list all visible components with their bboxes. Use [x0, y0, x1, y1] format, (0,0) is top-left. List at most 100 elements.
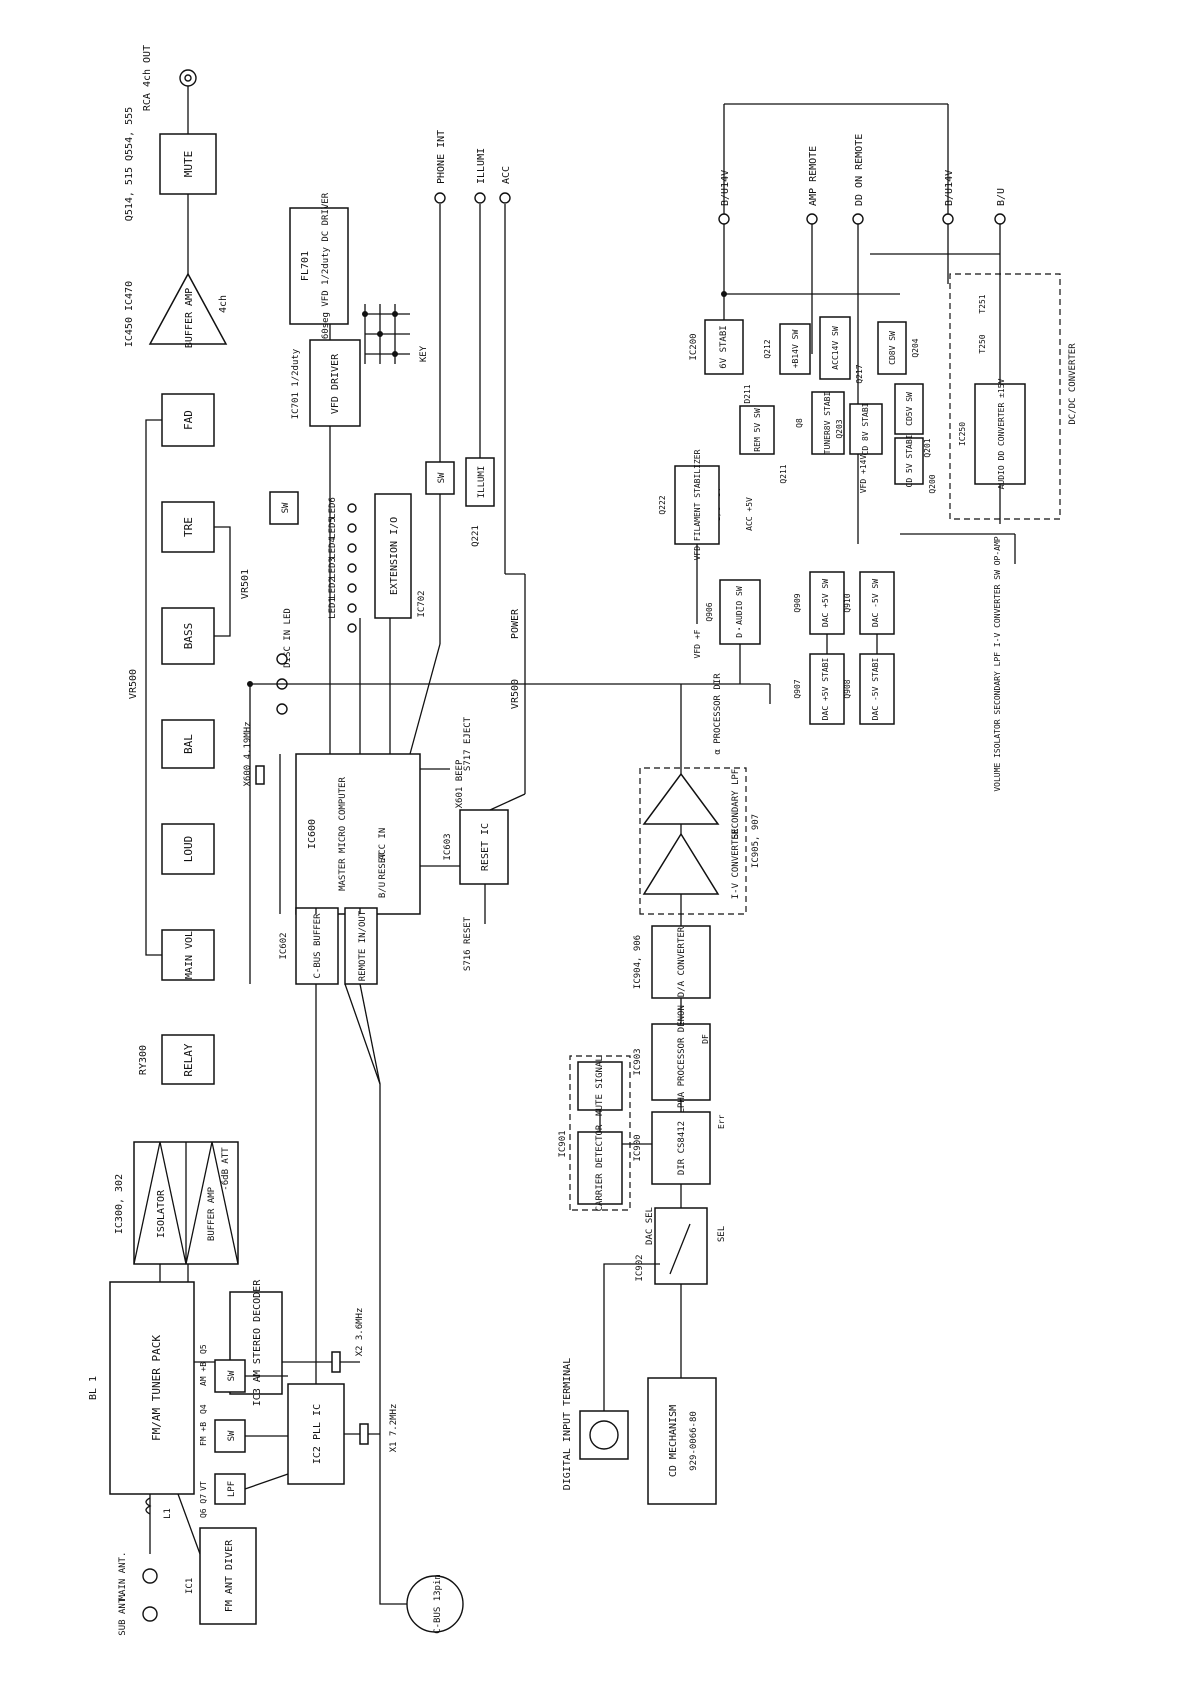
s717-label: S717 EJECT — [463, 716, 473, 771]
tuner-pack-block — [109, 1281, 195, 1495]
disc-led-label: DISC IN LED — [283, 608, 293, 668]
vr500-power-label: VR500 — [510, 679, 521, 709]
main-vol-label: MAIN VOL — [184, 931, 195, 979]
x2-crystal — [331, 1351, 341, 1373]
relay-ref: RY300 — [138, 1045, 149, 1075]
ic602-label: IC602 — [279, 932, 289, 959]
amp-remote-label: AMP REMOTE — [808, 146, 819, 206]
dd-on-remote-label: DD ON REMOTE — [854, 134, 865, 206]
ic250-label: IC250 — [958, 422, 967, 446]
q212-label: Q212 — [763, 339, 772, 358]
phone-int-terminal — [434, 192, 446, 204]
led3-label: LED3 — [328, 557, 338, 579]
ic901-label: IC901 — [558, 1130, 568, 1157]
q910-label: Q910 — [843, 593, 852, 612]
audio-dd-label: AUDIO DD CONVERTER ±15V — [997, 378, 1006, 489]
dacm5-stabi-label: DAC -5V STABI — [871, 658, 880, 721]
am-stereo-label: IC3 AM STEREO DECODER — [252, 1279, 263, 1406]
led2-label: LED2 — [328, 577, 338, 599]
q211-label: Q211 — [779, 464, 788, 483]
tuner8v-label: TUNER8V STABI — [823, 392, 832, 455]
iv-conv-label: I-V CONVERTER — [731, 828, 741, 899]
vfd-14v-label: VFD +14V — [859, 455, 868, 494]
q201-label: Q201 — [923, 438, 932, 457]
x600-crystal — [255, 765, 265, 785]
dcdc-converter-group — [949, 273, 1061, 520]
mute-label: MUTE — [182, 151, 195, 178]
illumi-box — [465, 457, 495, 507]
cd5v-stabi-label: CD 5V STABI — [905, 434, 914, 487]
master-micro-label: MASTER MICRO COMPUTER — [338, 777, 348, 891]
dac5-sw-label: DAC +5V SW — [821, 579, 830, 627]
ic905-label: IC905, 907 — [751, 814, 761, 868]
ic904-label: IC904, 906 — [633, 935, 643, 989]
cd8v-sw-label: CD8V SW — [888, 331, 897, 365]
t250-label: T250 — [978, 334, 987, 353]
dac-sel-label: DAC SEL — [645, 1207, 655, 1245]
q4-label: Q4 — [199, 1404, 208, 1414]
alpha-dir-label: α PROCESSOR DIR — [713, 673, 723, 755]
relay-block — [161, 1034, 215, 1085]
reset-ic-label: RESET IC — [480, 823, 491, 871]
rca-out-label: RCA 4ch OUT — [142, 45, 153, 111]
q8-label: Q8 — [795, 418, 804, 428]
led-array: LED6 LED5 LED4 LED3 LED2 LED1 — [328, 497, 357, 633]
amp-remote-terminal — [806, 213, 818, 225]
ic903-label: IC903 — [633, 1048, 643, 1075]
stabi-6v-block — [704, 319, 744, 375]
q217-label: Q217 — [855, 364, 864, 383]
acc-term-label: ACC — [501, 166, 512, 184]
buffer-amp-triangle — [148, 272, 228, 345]
q200-label: Q200 — [928, 474, 937, 493]
sub-ant-jack — [142, 1606, 158, 1622]
acc14-sw-label: ACC14V SW — [831, 326, 840, 370]
ic900-label: IC900 — [633, 1134, 643, 1161]
da-conv-label: D/A CONVERTER — [677, 926, 687, 997]
sw-phone-block — [425, 461, 455, 495]
tuner-pack-label: FM/AM TUNER PACK — [150, 1335, 163, 1441]
alpha-proc-label: ALPHA PROCESSOR DENON — [677, 1005, 687, 1119]
loud-block — [161, 823, 215, 875]
mute-ref: Q514, 515 Q554, 555 — [124, 107, 135, 221]
ext-io-label: EXTENSION I/O — [389, 517, 400, 595]
bass-label: BASS — [182, 623, 195, 650]
acc-in-label: ACC IN — [378, 828, 388, 861]
x601-label: X601 BEEP — [455, 759, 465, 808]
led4-label: LED4 — [328, 537, 338, 559]
cd-mech-no-label: 929-0066-80 — [689, 1411, 699, 1471]
df-label: DF — [701, 1034, 710, 1044]
ic1-label: IC1 — [185, 1578, 195, 1594]
buffer-amp-ref: IC450 IC470 — [124, 281, 135, 347]
bl1-label: BL 1 — [88, 1376, 99, 1400]
main-ant-jack — [142, 1568, 158, 1584]
s716-label: S716 RESET — [463, 916, 473, 971]
buffer-amp-label: BUFFER AMP — [184, 288, 195, 348]
led5-label: LED5 — [328, 517, 338, 539]
loud-label: LOUD — [182, 836, 195, 863]
loads-label: VOLUME ISOLATOR SECONDARY LPF I-V CONVER… — [993, 536, 1002, 791]
cd5v-stabi-block — [894, 437, 924, 485]
sw-q4-label: SW — [227, 1430, 237, 1441]
carrier-det-label: CARRIER DETECTOR — [595, 1124, 605, 1211]
q909-label: Q909 — [793, 593, 802, 612]
ic701-label: IC701 1/2duty — [291, 348, 301, 419]
cd5v-sw-block — [894, 383, 924, 435]
x600-label: X600 4.19MHz — [243, 721, 253, 786]
q203-label: Q203 — [835, 419, 844, 438]
bu14v-a-terminal — [718, 213, 730, 225]
q222-label: Q222 — [658, 495, 667, 514]
dcdc-label: DC/DC CONVERTER — [1068, 343, 1078, 425]
remote-io-label: REMOTE IN/OUT — [358, 910, 368, 981]
cbus-conn-label: C-BUS 13pin — [433, 1574, 443, 1634]
illumi-terminal — [474, 192, 486, 204]
sw-b14-label: +B14V SW — [791, 330, 800, 369]
q907-label: Q907 — [793, 679, 802, 698]
fad-label: FAD — [182, 410, 195, 430]
x2-label: X2 3.6MHz — [355, 1308, 365, 1357]
sel-label: SEL — [717, 1226, 727, 1242]
q5-label: Q5 — [199, 1344, 208, 1354]
t251-label: T251 — [978, 294, 987, 313]
pll-label: IC2 PLL IC — [312, 1404, 323, 1464]
q908-label: Q908 — [843, 679, 852, 698]
